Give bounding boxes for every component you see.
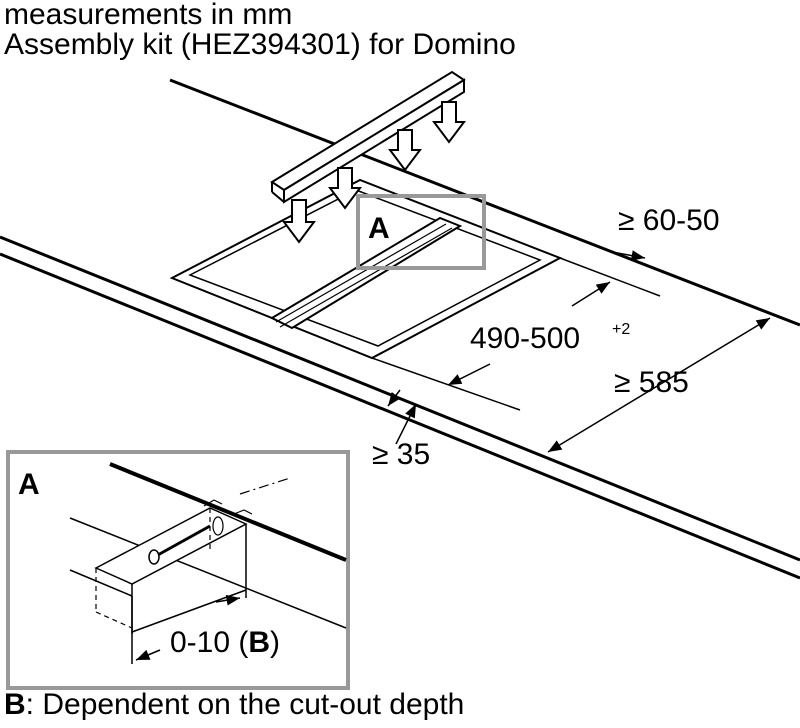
dim-rear-label: ≥ 60-50 <box>618 204 720 237</box>
worktop-front-edge-lower <box>0 252 800 580</box>
footnote: B: Dependent on the cut-out depth <box>4 688 464 722</box>
detail-dim-arrow-left <box>135 649 161 661</box>
callout-a: A <box>368 212 390 245</box>
support-rail-body <box>269 216 463 330</box>
header: measurements in mm Assembly kit (HEZ3943… <box>4 0 516 60</box>
dim-width-arrow-top <box>571 281 611 307</box>
dim-width-arrow-bottom <box>447 363 491 386</box>
dim-width-label: 490-500 <box>470 322 580 355</box>
detail-frame-a <box>356 194 486 270</box>
detail-inset-label: A <box>18 468 40 501</box>
screw-icon <box>155 524 211 558</box>
dim-depth-line <box>547 317 771 453</box>
worktop-edge-detail <box>109 462 347 562</box>
cut-out <box>169 178 563 411</box>
dim-front-arrow-2 <box>395 403 417 445</box>
dim-depth-label: ≥ 585 <box>614 366 689 399</box>
down-arrow-icon <box>282 199 316 244</box>
dim-front-arrow <box>387 389 401 407</box>
dim-front-label: ≥ 35 <box>372 438 430 471</box>
detail-inset-drawing <box>69 462 347 664</box>
down-arrow-icon <box>432 101 466 144</box>
kit-bar-side <box>283 78 465 204</box>
dim-width-tolerance: +2 <box>612 321 630 338</box>
cut-out-side <box>371 357 521 411</box>
footnote-key: B <box>4 688 26 721</box>
detail-inset-frame <box>6 450 350 690</box>
assembly-kit-bar <box>270 70 466 204</box>
dim-rear-arrow <box>611 250 646 261</box>
detail-dim-arrow-right <box>215 594 241 606</box>
dim-rear-line <box>559 257 661 297</box>
detail-dim-label: 0-10 (B) <box>170 626 280 659</box>
down-arrow-icon <box>388 129 422 172</box>
footnote-text: : Dependent on the cut-out depth <box>25 688 465 721</box>
support-rail <box>269 216 463 330</box>
units-note: measurements in mm <box>4 0 293 31</box>
down-arrow-icon <box>328 167 362 210</box>
dimension-lines <box>387 250 771 453</box>
diagram-title: Assembly kit (HEZ394301) for Domino <box>4 28 516 61</box>
insertion-arrows <box>282 101 466 244</box>
